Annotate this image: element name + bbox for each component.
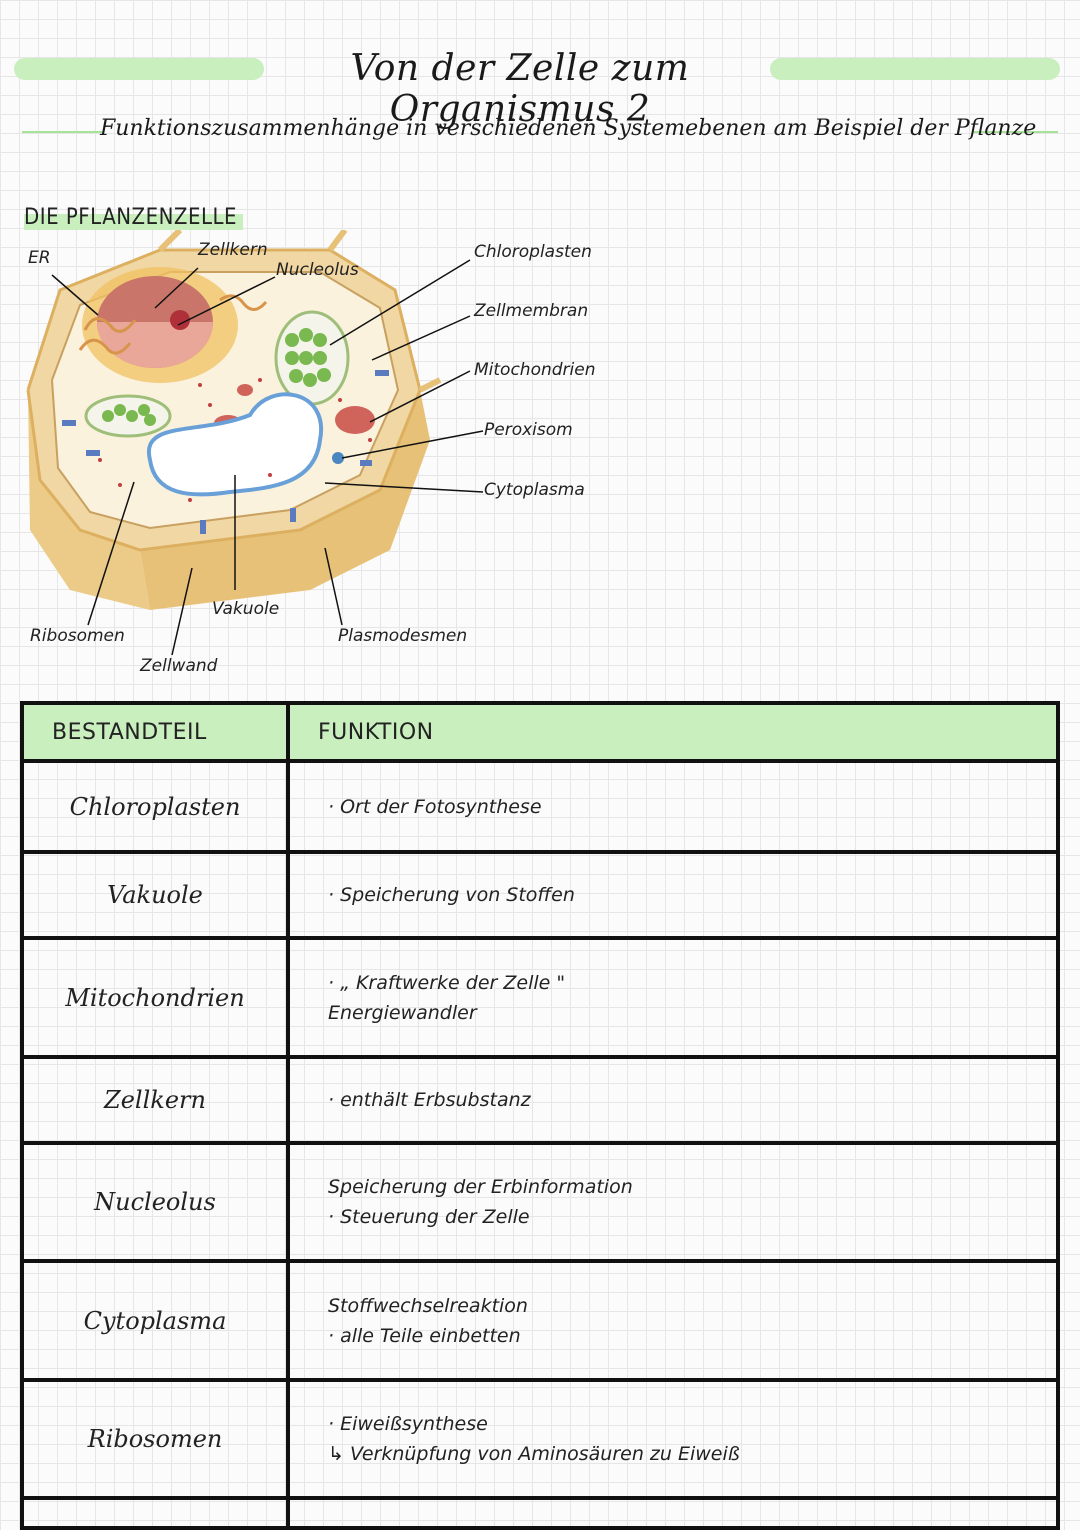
table-row: Vakuole · Speicherung von Stoffen (22, 852, 1058, 938)
part-cell: Vakuole (22, 852, 288, 938)
function-cell: · Eiweißsynthese ↳ Verknüpfung von Amino… (288, 1380, 1058, 1498)
label-plasmodesmen: Plasmodesmen (338, 626, 467, 646)
title-highlight-right (770, 58, 1060, 80)
function-line: · Ort der Fotosynthese (328, 792, 1056, 822)
function-line: · alle Teile einbetten (328, 1321, 1056, 1351)
function-line: Energiewandler (328, 998, 1056, 1028)
label-nucleolus: Nucleolus (276, 260, 359, 280)
function-line: · „ Kraftwerke der Zelle " (328, 968, 1056, 998)
label-mitochondrien: Mitochondrien (474, 360, 596, 380)
table-row: Chloroplasten · Ort der Fotosynthese (22, 761, 1058, 852)
header-funktion: FUNKTION (288, 703, 1058, 761)
function-cell: · Speicherung von Stoffen (288, 852, 1058, 938)
label-ribosomen: Ribosomen (30, 626, 125, 646)
table-row: Zellkern · enthält Erbsubstanz (22, 1057, 1058, 1143)
function-line: · Speicherung von Stoffen (328, 880, 1056, 910)
function-line: · enthält Erbsubstanz (328, 1085, 1056, 1115)
subtitle-rule-left (22, 131, 102, 133)
header-funktion-label: FUNKTION (290, 720, 434, 745)
part-cell: Chloroplasten (22, 761, 288, 852)
function-line: · Eiweißsynthese (328, 1409, 1056, 1439)
table-row: Ribosomen · Eiweißsynthese ↳ Verknüpfung… (22, 1380, 1058, 1498)
function-line: Speicherung der Erbinformation (328, 1172, 1056, 1202)
table-row: Cytoplasma Stoffwechselreaktion · alle T… (22, 1261, 1058, 1380)
page-subtitle: Funktionszusammenhänge in verschiedenen … (100, 116, 980, 141)
table-row-empty (22, 1498, 1058, 1528)
label-chloroplasten: Chloroplasten (474, 242, 592, 262)
label-zellwand: Zellwand (140, 656, 217, 676)
function-cell: · „ Kraftwerke der Zelle " Energiewandle… (288, 938, 1058, 1057)
label-peroxisom: Peroxisom (484, 420, 573, 440)
function-cell: Speicherung der Erbinformation · Steueru… (288, 1143, 1058, 1261)
function-cell: Stoffwechselreaktion · alle Teile einbet… (288, 1261, 1058, 1380)
label-zellkern: Zellkern (198, 240, 268, 260)
table-header-row: BESTANDTEIL FUNKTION (22, 703, 1058, 761)
table-row: Mitochondrien · „ Kraftwerke der Zelle "… (22, 938, 1058, 1057)
label-vakuole: Vakuole (212, 599, 279, 619)
nucleus-illustration (82, 267, 238, 383)
function-line: · Steuerung der Zelle (328, 1202, 1056, 1232)
label-zellmembran: Zellmembran (474, 301, 588, 321)
part-cell: Nucleolus (22, 1143, 288, 1261)
function-cell: · enthält Erbsubstanz (288, 1057, 1058, 1143)
function-table: BESTANDTEIL FUNKTION Chloroplasten · Ort… (20, 701, 1060, 1530)
function-cell-empty (288, 1498, 1058, 1528)
part-cell-empty (22, 1498, 288, 1528)
part-cell: Ribosomen (22, 1380, 288, 1498)
header-bestandteil-label: BESTANDTEIL (24, 720, 207, 745)
part-cell: Cytoplasma (22, 1261, 288, 1380)
header-bestandteil: BESTANDTEIL (22, 703, 288, 761)
part-cell: Zellkern (22, 1057, 288, 1143)
title-highlight-left (14, 58, 264, 80)
part-cell: Mitochondrien (22, 938, 288, 1057)
function-cell: · Ort der Fotosynthese (288, 761, 1058, 852)
function-line: ↳ Verknüpfung von Aminosäuren zu Eiweiß (328, 1439, 1056, 1469)
table-row: Nucleolus Speicherung der Erbinformation… (22, 1143, 1058, 1261)
label-cytoplasma: Cytoplasma (484, 480, 585, 500)
function-line: Stoffwechselreaktion (328, 1291, 1056, 1321)
label-er: ER (28, 248, 51, 268)
section-heading: DIE PFLANZENZELLE (24, 203, 243, 230)
